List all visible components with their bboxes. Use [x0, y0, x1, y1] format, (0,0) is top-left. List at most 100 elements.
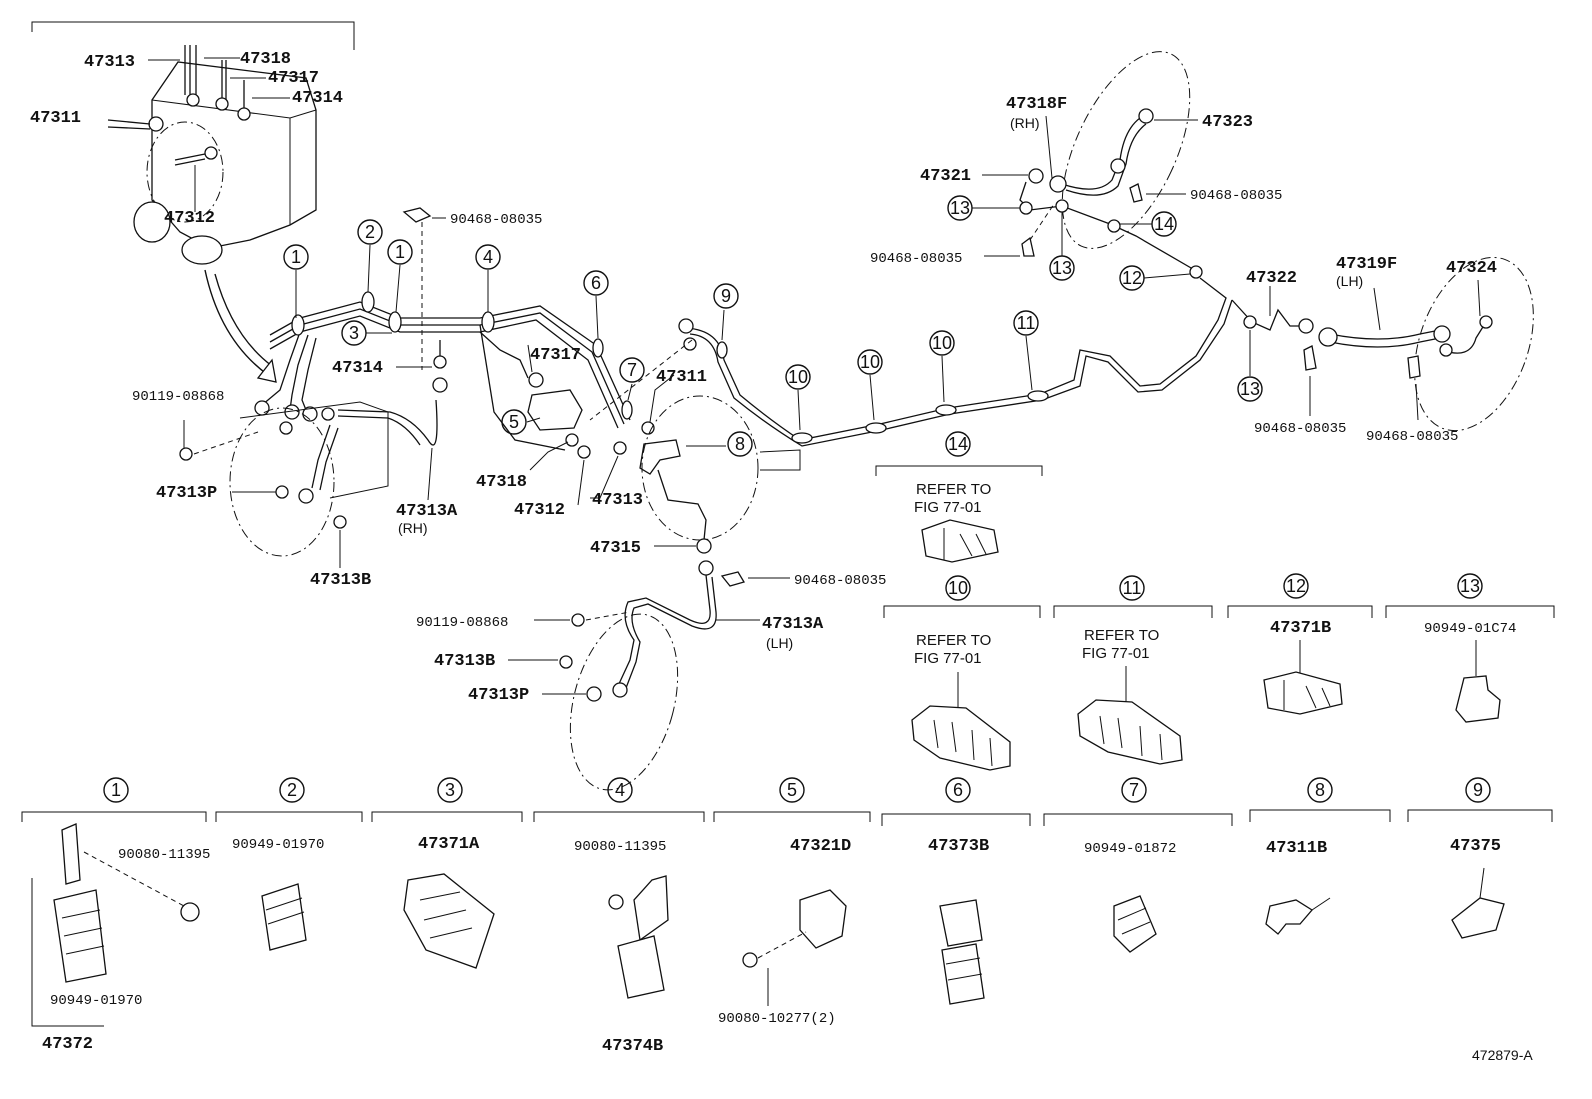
detail-4-clamp — [617, 935, 665, 999]
rear-tube-line — [589, 277, 1233, 554]
label-47313B-b: 47313B — [434, 652, 495, 671]
detail-7: 7 — [1043, 777, 1233, 953]
label-47321: 47321 — [920, 167, 971, 186]
rh-front-hose-group — [179, 399, 438, 557]
callout-13c: 13 — [1240, 379, 1260, 399]
callouts-main: 1 2 1 4 3 6 7 5 — [283, 219, 645, 435]
leader-c1b — [395, 264, 401, 313]
label-47374B: 47374B — [602, 1037, 663, 1056]
label-47311B: 47311B — [1266, 839, 1327, 858]
callout-11a: 11 — [1017, 313, 1036, 333]
figure-id: 472879-A — [1472, 1047, 1533, 1063]
label-47373B: 47373B — [928, 837, 989, 856]
detail-8: 8 — [1249, 777, 1391, 935]
rh-bolt-90119 — [179, 447, 193, 461]
label-47321D: 47321D — [790, 837, 851, 856]
callout-circle-6b — [945, 777, 971, 803]
detail-1-dash — [83, 851, 185, 907]
detail-2: 2 — [215, 777, 363, 951]
callout-12b: 12 — [1286, 576, 1306, 596]
label-47313-mid: 47313 — [592, 491, 643, 510]
detail-12-bracket — [1227, 605, 1373, 618]
callout-9a: 9 — [721, 286, 731, 306]
tube-drop-b — [289, 334, 309, 411]
callout-circle-3b — [437, 777, 463, 803]
clip-12-image — [1263, 671, 1343, 715]
fitting-47317-mid — [528, 372, 544, 388]
clip-14-image — [921, 519, 999, 563]
clip-90468-d — [1021, 236, 1035, 257]
callout-14b: 14 — [948, 434, 968, 454]
detail-1: 1 — [21, 777, 207, 1027]
label-47313-top: 47313 — [84, 53, 135, 72]
actuator-bracket-line — [31, 21, 355, 50]
callout-circle-14b — [945, 431, 971, 457]
callout-6b: 6 — [953, 780, 963, 800]
detail-1-lower-bracket — [31, 878, 104, 1027]
callout-7a: 7 — [627, 360, 637, 380]
tube-47322 — [1231, 299, 1304, 331]
clamp-10a — [791, 432, 813, 444]
fitting-47321 — [1028, 168, 1044, 184]
detail-5: 5 — [713, 777, 871, 1006]
label-47375: 47375 — [1450, 837, 1501, 856]
callout-circle-11b — [1119, 575, 1145, 601]
refer-14-line1: REFER TO — [916, 481, 991, 498]
leader-90468-f — [1415, 383, 1419, 421]
detail-10-bracket — [883, 605, 1041, 618]
callout-circle-9b — [1465, 777, 1491, 803]
label-47324: 47324 — [1446, 259, 1497, 278]
detail-2-clamp — [261, 883, 307, 951]
fitting-rh-mid — [1110, 158, 1126, 174]
detail-4-plate — [633, 875, 669, 942]
fitting-rear-start-b — [683, 337, 697, 351]
clamp-6 — [592, 338, 604, 358]
detail-10: 10 REFER TO FIG 77-01 — [883, 575, 1041, 771]
detail-3-bracket — [371, 811, 523, 822]
detail-1-bolt — [180, 902, 200, 922]
callout-circle-4b — [607, 777, 633, 803]
clip-10-detail — [933, 719, 993, 767]
leader-47311-mid — [649, 374, 675, 423]
label-90468-b: 90468-08035 — [794, 573, 886, 589]
detail-1-clamp-lines — [61, 909, 105, 955]
fitting-47312 — [204, 146, 218, 160]
callout-8b: 8 — [1315, 780, 1325, 800]
detail-3-lines — [419, 891, 473, 939]
rh-hose-lower-b — [319, 427, 339, 491]
rh-detail-ellipse — [229, 407, 335, 557]
callout-10a: 10 — [788, 367, 808, 387]
callout-circle-8a — [727, 431, 753, 457]
label-90468-c: 90468-08035 — [1190, 188, 1282, 204]
clamp-14 — [1107, 219, 1121, 233]
detail-9-leader — [1479, 867, 1485, 899]
label-rh-b: (RH) — [1010, 115, 1040, 131]
detail-8-stub — [1311, 897, 1331, 911]
detail-3: 3 — [371, 777, 523, 969]
callout-2a: 2 — [365, 222, 375, 242]
callout-1a: 1 — [291, 247, 301, 267]
clamp-13-rh-a — [1019, 201, 1033, 215]
clamp-12 — [1189, 265, 1203, 279]
label-47312-mid: 47312 — [514, 501, 565, 520]
label-lh-b: (LH) — [1336, 273, 1363, 289]
callout-5b: 5 — [787, 780, 797, 800]
callout-10c: 10 — [932, 333, 952, 353]
label-90080-11395-b: 90080-11395 — [574, 839, 666, 855]
callout-9b: 9 — [1473, 780, 1483, 800]
clip-90468-f — [1407, 355, 1421, 379]
detail-9-bracket — [1407, 809, 1553, 822]
label-90949-01C74: 90949-01C74 — [1424, 621, 1516, 637]
callout-13b: 13 — [1052, 258, 1072, 278]
callout-1b: 1 — [395, 242, 405, 262]
rear-tube-main-b — [689, 299, 1233, 447]
callout-circle-10d — [945, 575, 971, 601]
clip-11-image — [1077, 699, 1183, 765]
callout-circle-9a — [713, 283, 739, 309]
clip-14-detail — [943, 528, 987, 560]
detail-6-lines — [945, 957, 983, 981]
detail-6: 6 — [881, 777, 1031, 1005]
clamp-13-lh — [1243, 315, 1257, 329]
callout-5a: 5 — [509, 412, 519, 432]
detail-5-dash — [757, 931, 807, 959]
